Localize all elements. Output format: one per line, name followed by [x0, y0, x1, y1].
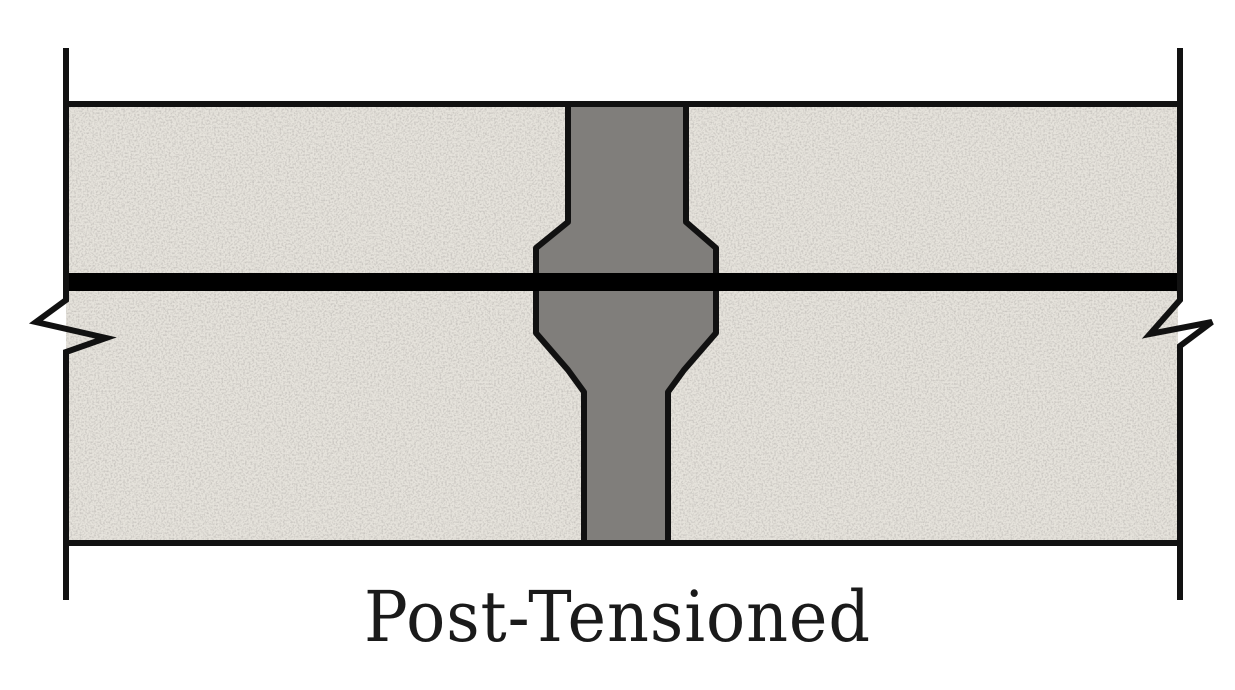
diagram-caption: Post-Tensioned — [364, 576, 871, 658]
left-break-line — [28, 48, 117, 600]
right-break-line — [1141, 48, 1214, 600]
